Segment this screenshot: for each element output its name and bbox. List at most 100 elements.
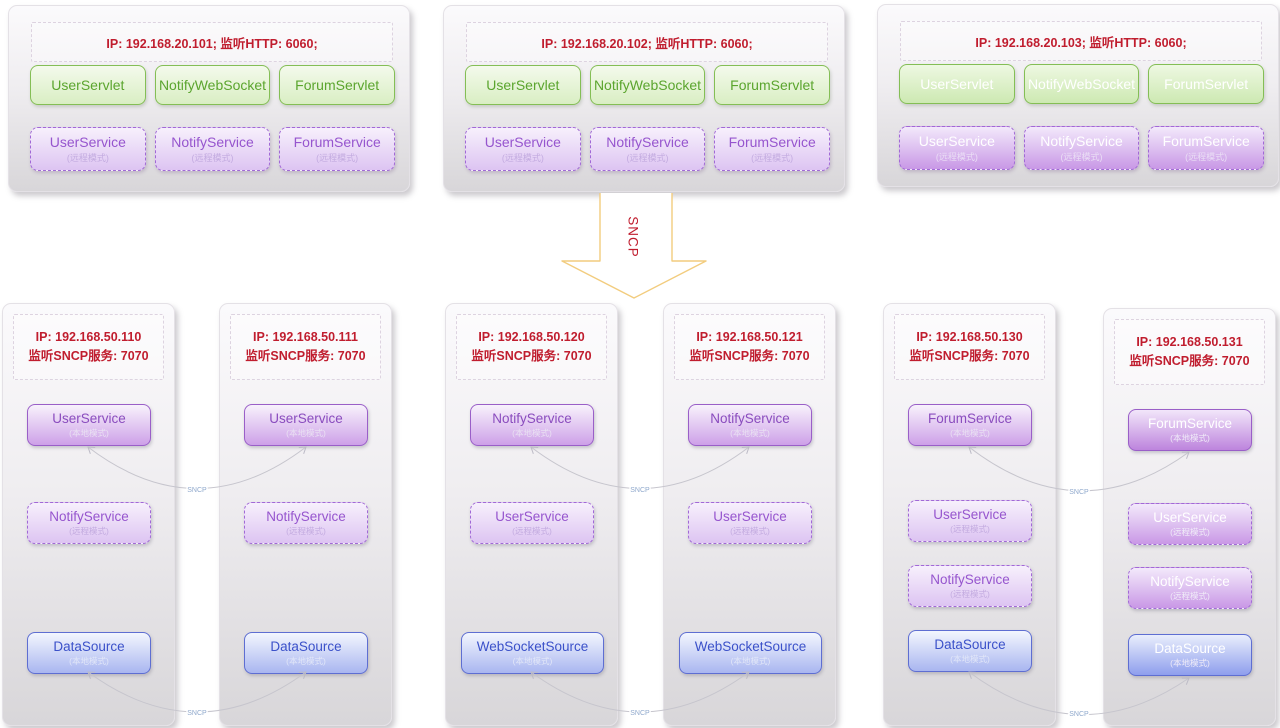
sncp-server-panel-120: IP: 192.168.50.120 监听SNCP服务: 7070 Notify…: [445, 303, 618, 726]
service-mode: (远程模式): [1170, 527, 1210, 538]
datasource-box: DataSource(本地模式): [244, 632, 368, 674]
sncp-server-panel-111: IP: 192.168.50.111 监听SNCP服务: 7070 UserSe…: [219, 303, 392, 726]
service-mode: (远程模式): [1170, 591, 1210, 602]
service-mode: (本地模式): [950, 654, 990, 665]
ip-label: IP: 192.168.50.120 监听SNCP服务: 7070: [456, 314, 607, 380]
service-mode: (远程模式): [626, 153, 669, 164]
servlet-box: NotifyWebSocket: [154, 65, 271, 105]
servlet-label: ForumServlet: [1164, 76, 1249, 92]
service-name: DataSource: [934, 636, 1006, 652]
service-mode: (本地模式): [730, 656, 771, 667]
service-box: UserService(远程模式): [899, 126, 1015, 170]
service-mode: (本地模式): [730, 428, 770, 439]
service-mode: (本地模式): [512, 428, 552, 439]
service-name: DataSource: [270, 638, 342, 654]
service-mode: (远程模式): [66, 153, 109, 164]
service-name: UserService: [918, 132, 995, 149]
servlet-box: ForumServlet: [714, 65, 831, 105]
servlet-box: UserServlet: [465, 65, 581, 105]
ip-label: IP: 192.168.50.111 监听SNCP服务: 7070: [230, 314, 381, 380]
servlet-label: UserServlet: [51, 77, 125, 93]
servlet-label: NotifyWebSocket: [158, 77, 267, 93]
listen-text: 监听SNCP服务: 7070: [245, 349, 366, 363]
service-box: NotifyService (本地模式): [470, 404, 594, 446]
ip-text: IP: 192.168.50.130: [916, 329, 1023, 344]
servlet-box: UserServlet: [30, 65, 146, 105]
ip-label: IP: 192.168.20.102; 监听HTTP: 6060;: [466, 22, 828, 62]
websocketsource-box: WebSocketSource (本地模式): [679, 632, 822, 674]
connector-label: SNCP: [1069, 489, 1089, 496]
service-name: NotifyService: [606, 133, 689, 150]
ip-label: IP: 192.168.50.131 监听SNCP服务: 7070: [1114, 319, 1265, 385]
http-server-panel-102: IP: 192.168.20.102; 监听HTTP: 6060; UserSe…: [443, 5, 845, 192]
connector-label: SNCP: [187, 487, 207, 494]
ip-text: IP: 192.168.50.120: [478, 329, 585, 344]
ip-text: IP: 192.168.50.121: [696, 329, 803, 344]
service-name: DataSource: [53, 638, 125, 654]
service-name: WebSocketSource: [694, 638, 807, 654]
service-name: ForumService: [1162, 132, 1250, 149]
listen-text: 监听SNCP服务: 7070: [28, 349, 149, 363]
service-name: NotifyService: [492, 410, 572, 426]
datasource-box: DataSource (本地模式): [908, 630, 1032, 672]
service-box: ForumService (远程模式): [1148, 126, 1265, 170]
service-name: UserService: [269, 410, 343, 426]
service-mode: (远程模式): [316, 153, 359, 164]
service-name: UserService: [495, 508, 569, 524]
listen-text: 监听SNCP服务: 7070: [471, 349, 592, 363]
listen-text: 监听SNCP服务: 7070: [909, 349, 1030, 363]
listen-text: 监听SNCP服务: 7070: [1129, 354, 1250, 368]
service-box: UserService (远程模式): [1128, 503, 1252, 545]
service-name: NotifyService: [710, 410, 790, 426]
service-mode: (远程模式): [512, 526, 552, 537]
service-box: UserService (远程模式): [470, 502, 594, 544]
service-mode: (本地模式): [69, 656, 109, 667]
http-server-panel-101: IP: 192.168.20.101; 监听HTTP: 6060; UserSe…: [8, 5, 410, 192]
service-box: ForumService(远程模式): [279, 127, 396, 171]
servlet-row: UserServlet NotifyWebSocket ForumServlet: [30, 65, 396, 105]
sncp-arrow-label: SNCP: [625, 216, 641, 258]
service-name: UserService: [484, 133, 561, 150]
service-box: NotifyService(远程模式): [244, 502, 368, 544]
service-name: ForumService: [728, 133, 816, 150]
service-name: ForumService: [927, 410, 1013, 426]
service-mode: (远程模式): [1185, 152, 1228, 163]
service-box: NotifyService (远程模式): [589, 127, 706, 171]
service-box: NotifyService(远程模式): [1128, 567, 1252, 609]
service-box: NotifyService (远程模式): [1023, 126, 1140, 170]
service-mode: (远程模式): [1060, 152, 1103, 163]
listen-text: 监听SNCP服务: 7070: [689, 349, 810, 363]
service-mode: (远程模式): [730, 526, 770, 537]
service-name: NotifyService: [930, 571, 1010, 587]
sncp-server-panel-131: IP: 192.168.50.131 监听SNCP服务: 7070 ForumS…: [1103, 308, 1276, 726]
ip-text: IP: 192.168.20.102; 监听HTTP: 6060;: [541, 36, 753, 51]
service-mode: (远程模式): [950, 589, 990, 600]
connector-label: SNCP: [630, 710, 650, 717]
connector-label: SNCP: [1069, 711, 1089, 718]
ip-text: IP: 192.168.20.101; 监听HTTP: 6060;: [106, 36, 318, 51]
service-name: ForumService: [1147, 415, 1233, 431]
servlet-label: NotifyWebSocket: [1027, 76, 1136, 92]
service-box: UserService(远程模式): [688, 502, 812, 544]
service-box: ForumService(本地模式): [1128, 409, 1252, 451]
service-name: UserService: [1153, 509, 1227, 525]
service-box: UserService (本地模式): [244, 404, 368, 446]
http-server-panel-103: IP: 192.168.20.103; 监听HTTP: 6060; UserSe…: [877, 4, 1279, 187]
ip-text: IP: 192.168.50.111: [253, 329, 358, 344]
ip-text: IP: 192.168.50.110: [35, 329, 142, 344]
servlet-row: UserServlet NotifyWebSocket ForumServlet: [465, 65, 831, 105]
service-mode: (远程模式): [286, 526, 326, 537]
websocketsource-box: WebSocketSource(本地模式): [461, 632, 604, 674]
service-box: UserService(远程模式): [908, 500, 1032, 542]
servlet-label: UserServlet: [920, 76, 994, 92]
service-mode: (远程模式): [751, 153, 794, 164]
servlet-box: NotifyWebSocket: [1023, 64, 1140, 104]
service-mode: (本地模式): [286, 428, 326, 439]
service-name: NotifyService: [1040, 132, 1123, 149]
service-mode: (本地模式): [1170, 658, 1210, 669]
connector-label: SNCP: [187, 710, 207, 717]
service-row: UserService(远程模式) NotifyService(远程模式) Fo…: [899, 126, 1265, 170]
servlet-box: ForumServlet: [279, 65, 396, 105]
datasource-box: DataSource (本地模式): [27, 632, 151, 674]
datasource-box: DataSource(本地模式): [1128, 634, 1252, 676]
